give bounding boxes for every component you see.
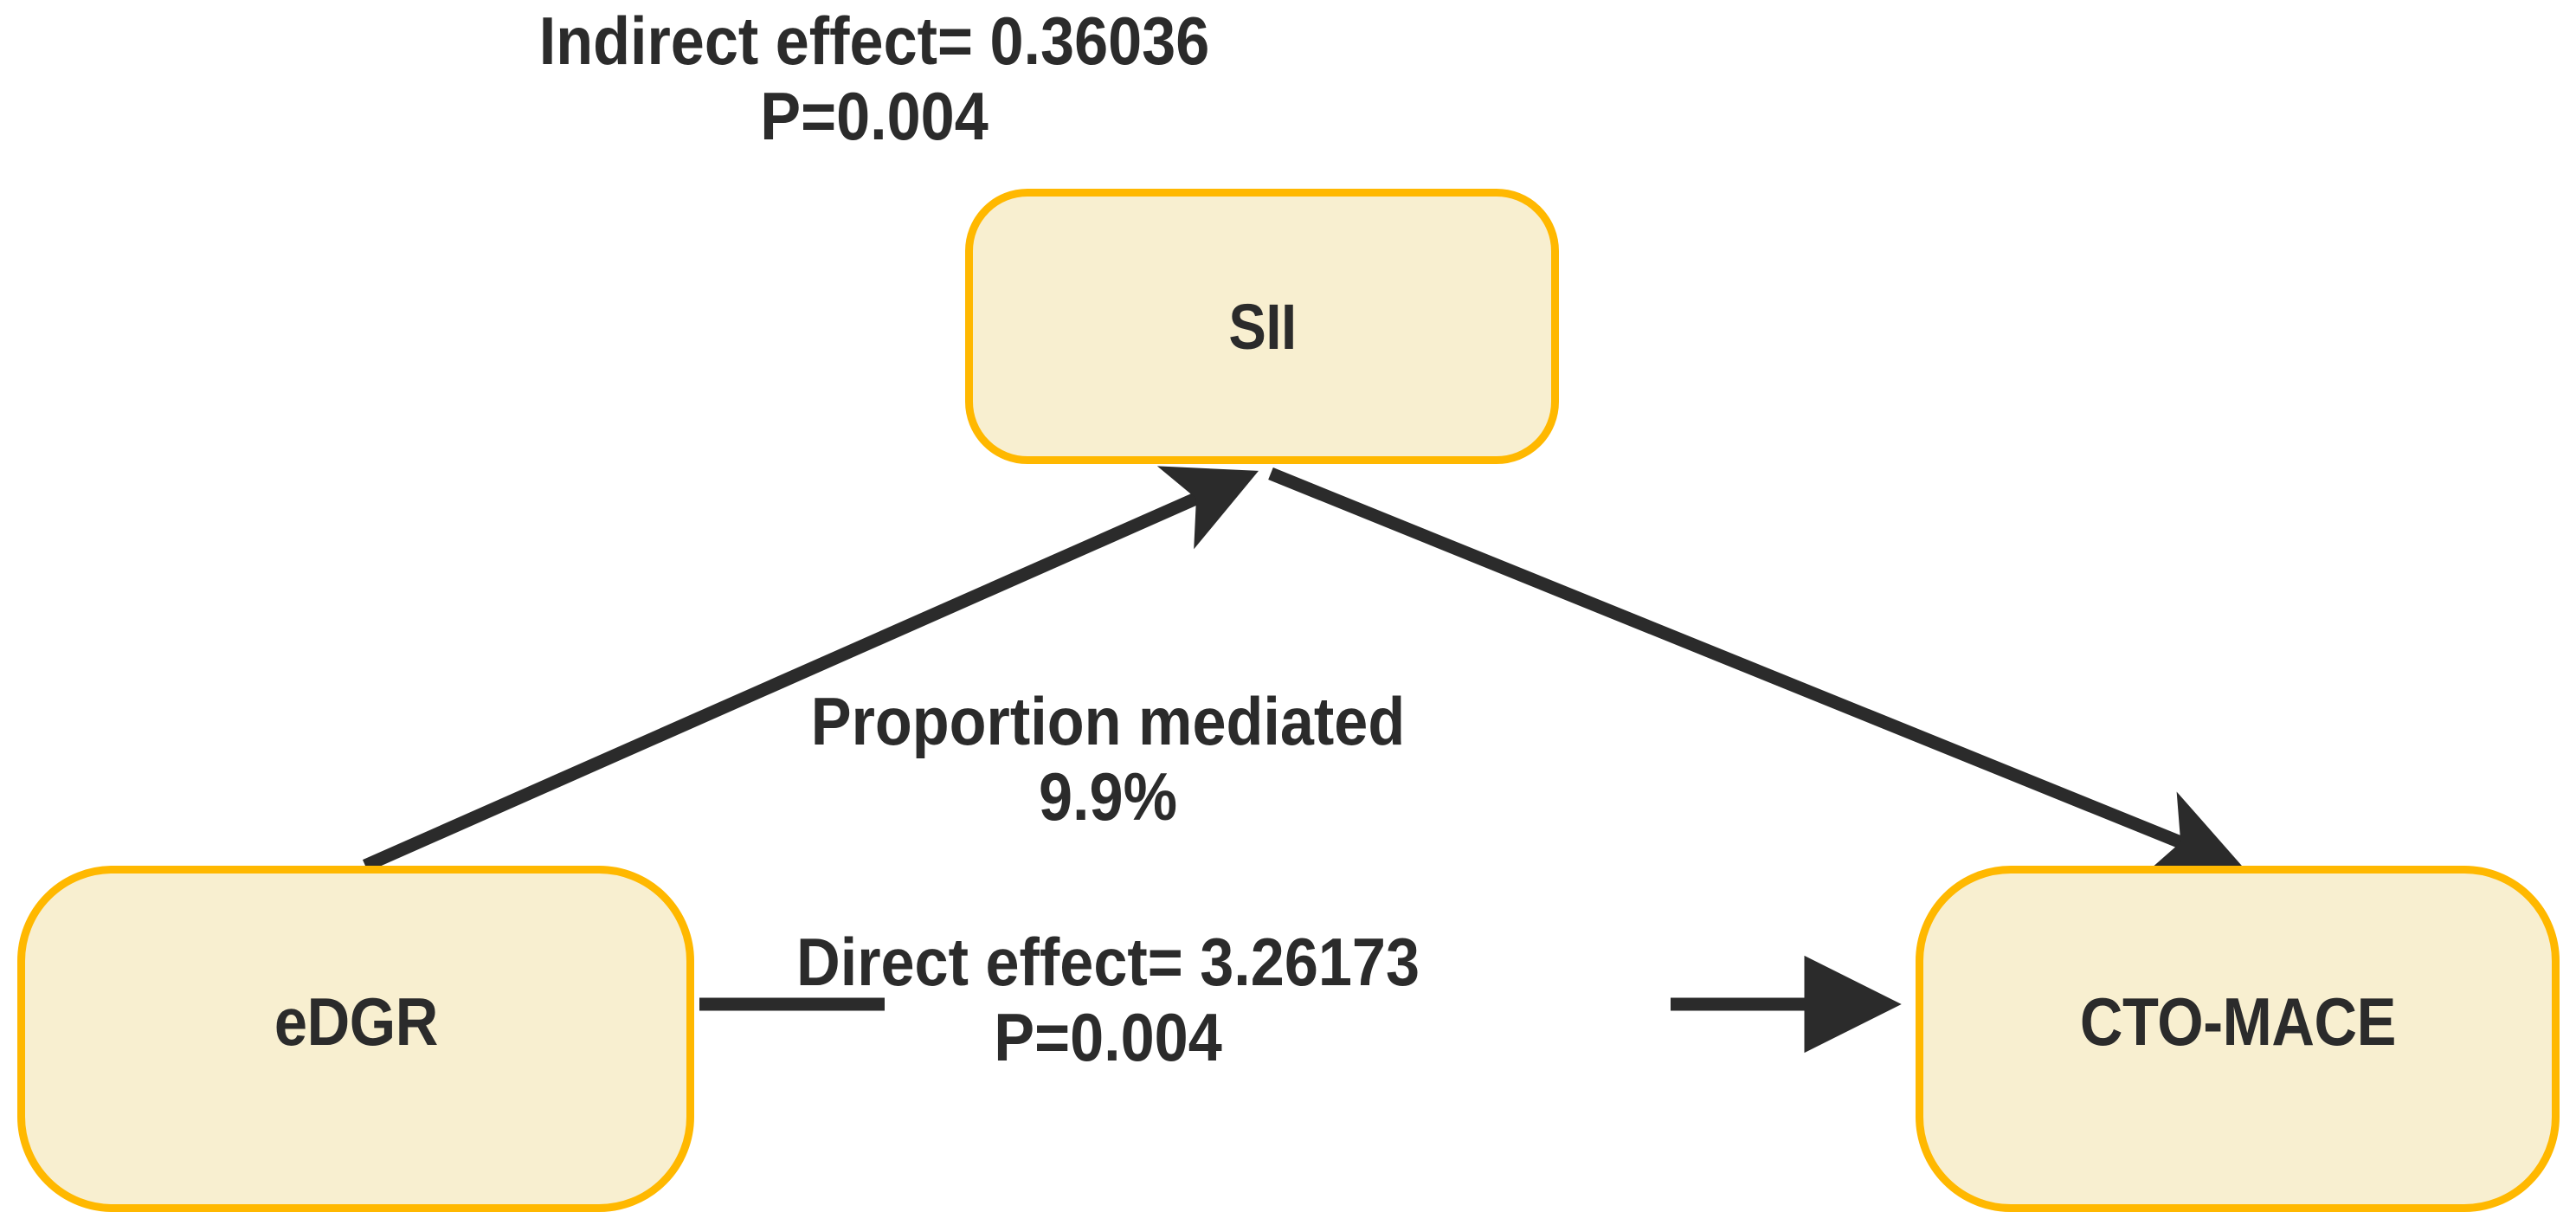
node-sii[interactable]: SII xyxy=(965,189,1559,464)
mediation-diagram: Indirect effect= 0.36036 P=0.004 SII Pro… xyxy=(17,3,2560,1212)
node-cto-mace-label: CTO-MACE xyxy=(2079,983,2396,1060)
direct-effect-line1: Direct effect= 3.26173 xyxy=(796,924,1420,1000)
node-cto-mace[interactable]: CTO-MACE xyxy=(1916,866,2560,1212)
indirect-effect-pvalue: P=0.004 xyxy=(760,78,989,155)
edge-edgr-to-sii xyxy=(362,466,1259,872)
indirect-effect-line1: Indirect effect= 0.36036 xyxy=(538,3,1210,79)
node-edgr[interactable]: eDGR xyxy=(17,866,694,1212)
direct-effect-label: Direct effect= 3.26173 P=0.004 xyxy=(500,924,1716,1076)
proportion-mediated-label: Proportion mediated 9.9% xyxy=(500,683,1716,835)
edge-layer xyxy=(362,466,2244,1054)
node-edgr-label: eDGR xyxy=(274,983,438,1060)
indirect-effect-label: Indirect effect= 0.36036 P=0.004 xyxy=(87,3,1661,155)
proportion-mediated-line1: Proportion mediated xyxy=(810,683,1406,759)
edge-sii-to-cto xyxy=(1268,467,2244,876)
direct-effect-pvalue: P=0.004 xyxy=(994,999,1222,1076)
proportion-mediated-value: 9.9% xyxy=(1038,758,1178,835)
node-sii-label: SII xyxy=(1227,290,1297,363)
